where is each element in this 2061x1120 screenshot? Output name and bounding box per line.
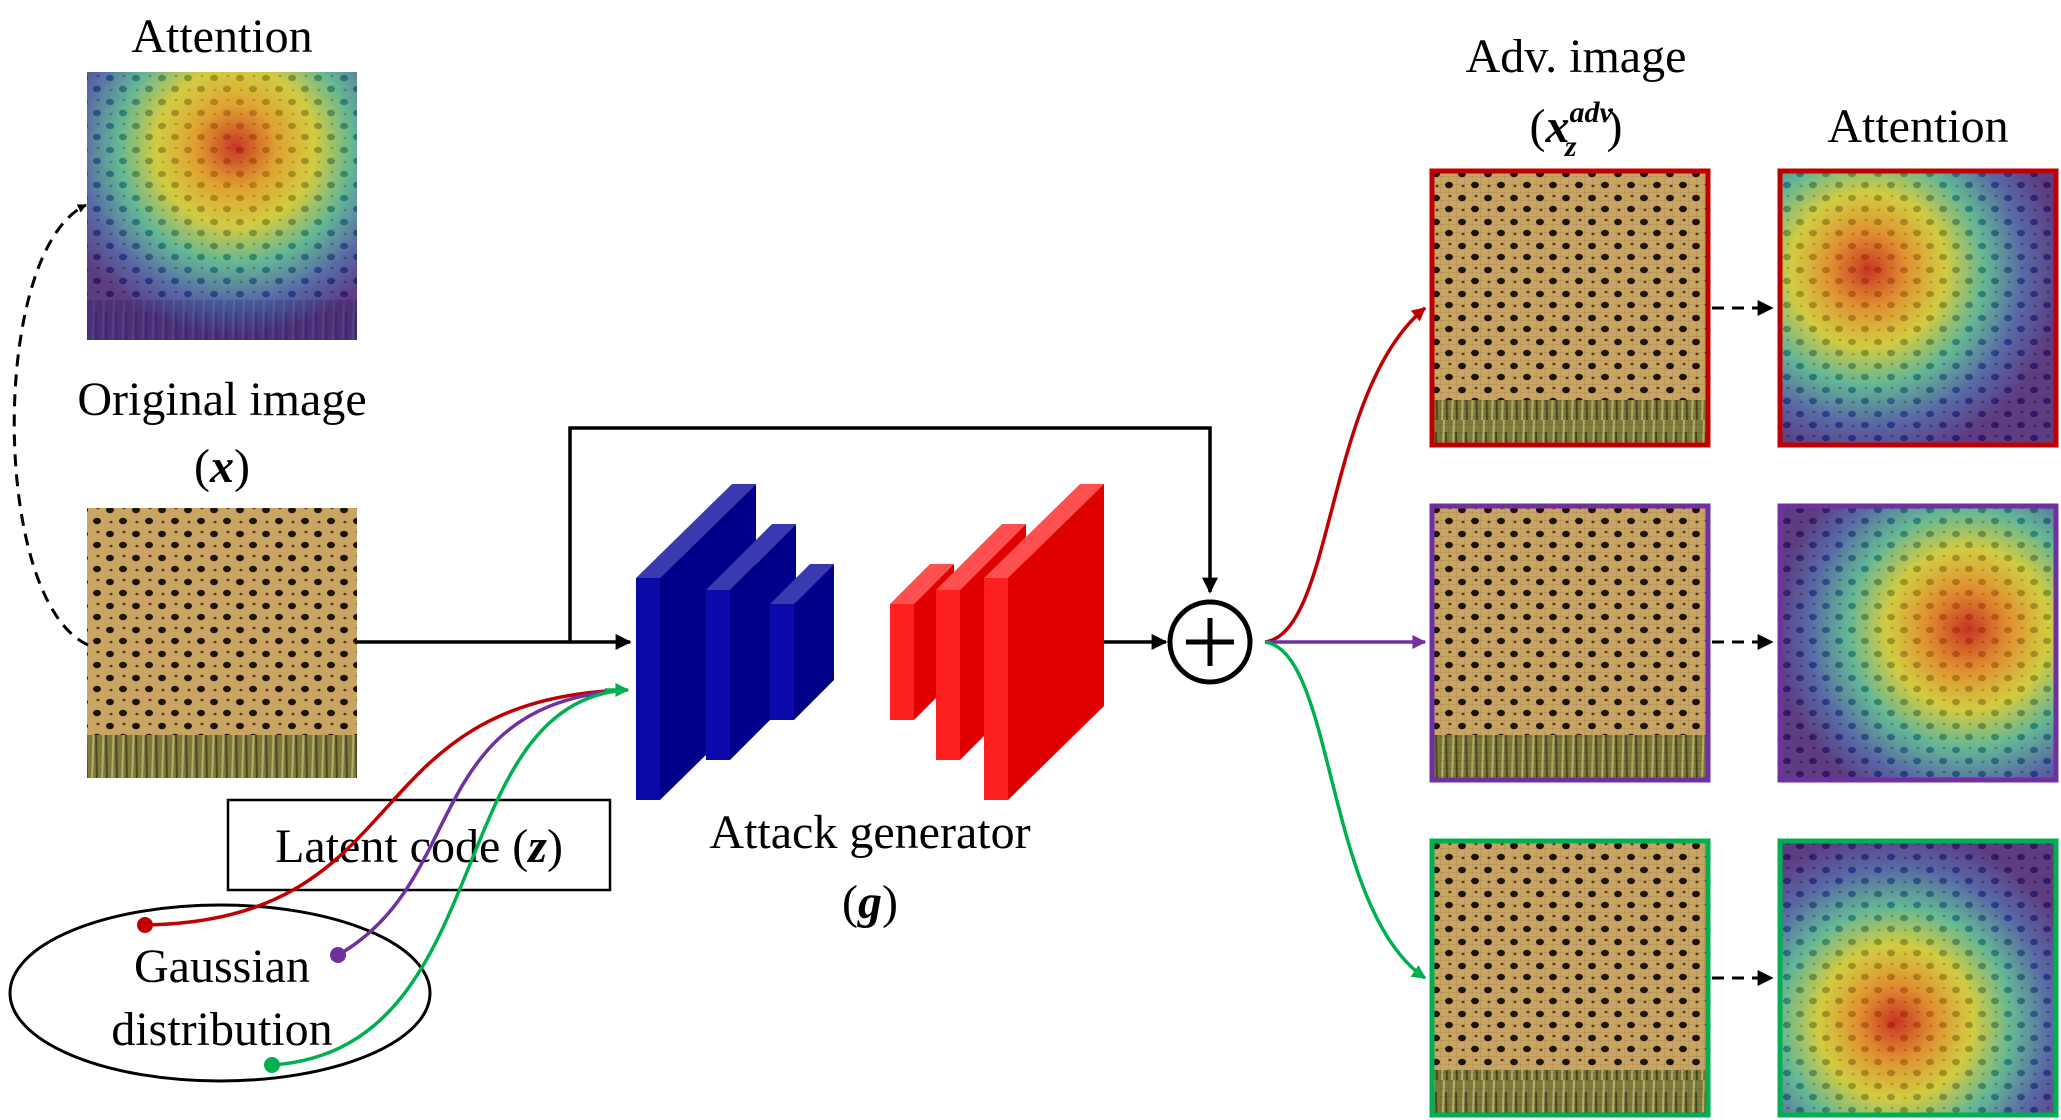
gaussian-distribution-ellipse bbox=[8, 903, 432, 1083]
sum-node bbox=[1167, 599, 1253, 685]
original-image-symbol: (x) bbox=[194, 440, 250, 493]
attack-generator-label: Attack generator bbox=[709, 806, 1030, 859]
gaussian-label-line2: distribution bbox=[111, 1003, 332, 1056]
latent-code-label: Latent code (z) bbox=[275, 820, 563, 873]
sum-to-adv-red-arrow bbox=[1264, 306, 1427, 644]
latent-sample-red-dot bbox=[137, 917, 153, 933]
encoder-layer-3 bbox=[770, 564, 834, 720]
adv-image-red bbox=[1429, 168, 1711, 448]
latent-sample-red-curve bbox=[144, 688, 626, 927]
latent-sample-green-dot bbox=[264, 1057, 280, 1073]
dashed-attention-arrow bbox=[12, 203, 89, 647]
adv-image-label: Adv. image bbox=[1466, 30, 1687, 83]
attention-right-label: Attention bbox=[1827, 100, 2008, 153]
attention-map-red bbox=[1777, 168, 2059, 448]
attention-left-label: Attention bbox=[131, 10, 312, 63]
latent-code-box bbox=[226, 798, 612, 892]
attack-generator-symbol: (g) bbox=[842, 876, 898, 929]
attention-map-green bbox=[1777, 838, 2059, 1118]
generator-encoder bbox=[636, 484, 834, 800]
adv-image-purple bbox=[1429, 503, 1711, 783]
latent-sample-purple-curve bbox=[337, 688, 626, 957]
latent-sample-green-curve bbox=[271, 688, 626, 1067]
original-image-label: Original image bbox=[77, 373, 366, 426]
adv-image-green bbox=[1429, 838, 1711, 1118]
original-image bbox=[87, 508, 357, 778]
skip-connection-arrow bbox=[568, 426, 1218, 642]
attention-map-original bbox=[87, 72, 357, 340]
attention-map-purple bbox=[1777, 503, 2059, 783]
gaussian-label-line1: Gaussian bbox=[134, 940, 310, 993]
decoder-layer-3 bbox=[984, 484, 1104, 800]
latent-sample-purple-dot bbox=[330, 947, 346, 963]
generator-decoder bbox=[890, 484, 1104, 800]
sum-to-adv-green-arrow bbox=[1264, 640, 1427, 980]
